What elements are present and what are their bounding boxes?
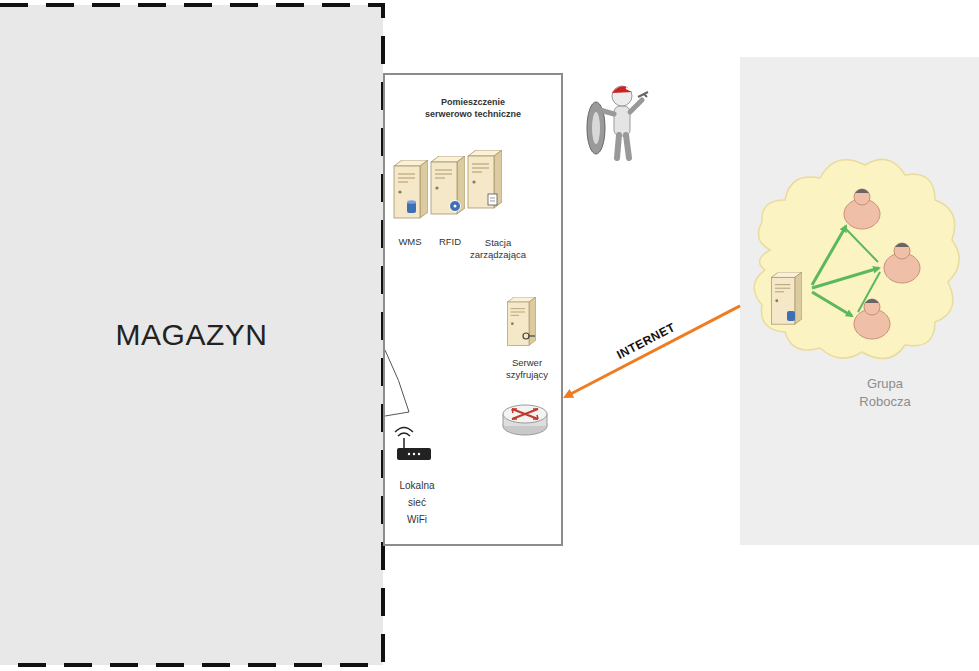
node-text: MAGAZYN <box>116 318 268 352</box>
encryption-server-icon <box>507 297 535 345</box>
server-label: RFID <box>430 152 470 248</box>
server-room: Pomieszczenie serwerowo techniczneWMS RFI… <box>383 73 563 546</box>
server-icons <box>394 150 502 218</box>
node-text: Lokalna sieć WiFi <box>398 477 436 528</box>
workgroup-panel <box>740 57 979 545</box>
node-text: Pomieszczenie serwerowo techniczne <box>417 97 529 120</box>
technician-figure <box>587 86 648 158</box>
workstation-label: Stacja zarządzająca <box>466 152 530 261</box>
internet-link <box>570 306 740 394</box>
node-text: Stacja zarządzająca <box>466 237 530 261</box>
workgroup-links <box>812 226 880 316</box>
server-label: WMS <box>390 152 430 248</box>
node-text: Grupa Robocza <box>845 375 925 410</box>
workgroup-server-icon <box>771 272 802 324</box>
node-text: WMS <box>398 236 421 248</box>
warehouse-ground <box>0 5 383 665</box>
warehouse-outline <box>0 5 383 665</box>
warehouse-area: MAGAZYN <box>0 5 383 665</box>
node-text: RFID <box>439 236 461 248</box>
workgroup-area: Grupa Robocza <box>740 57 979 545</box>
workgroup-cloud <box>754 159 959 358</box>
node-text: Serwer szyfrujący <box>495 357 559 381</box>
wifi-icon <box>395 428 431 461</box>
arrow-head <box>563 389 574 398</box>
encryption-server-label: Serwer szyfrujący <box>495 297 559 381</box>
wifi-label: Lokalna sieć WiFi <box>390 427 444 528</box>
workgroup-people <box>844 189 920 339</box>
link-label: INTERNET <box>613 319 680 363</box>
door-swing <box>385 350 409 416</box>
router-icon <box>503 405 547 435</box>
